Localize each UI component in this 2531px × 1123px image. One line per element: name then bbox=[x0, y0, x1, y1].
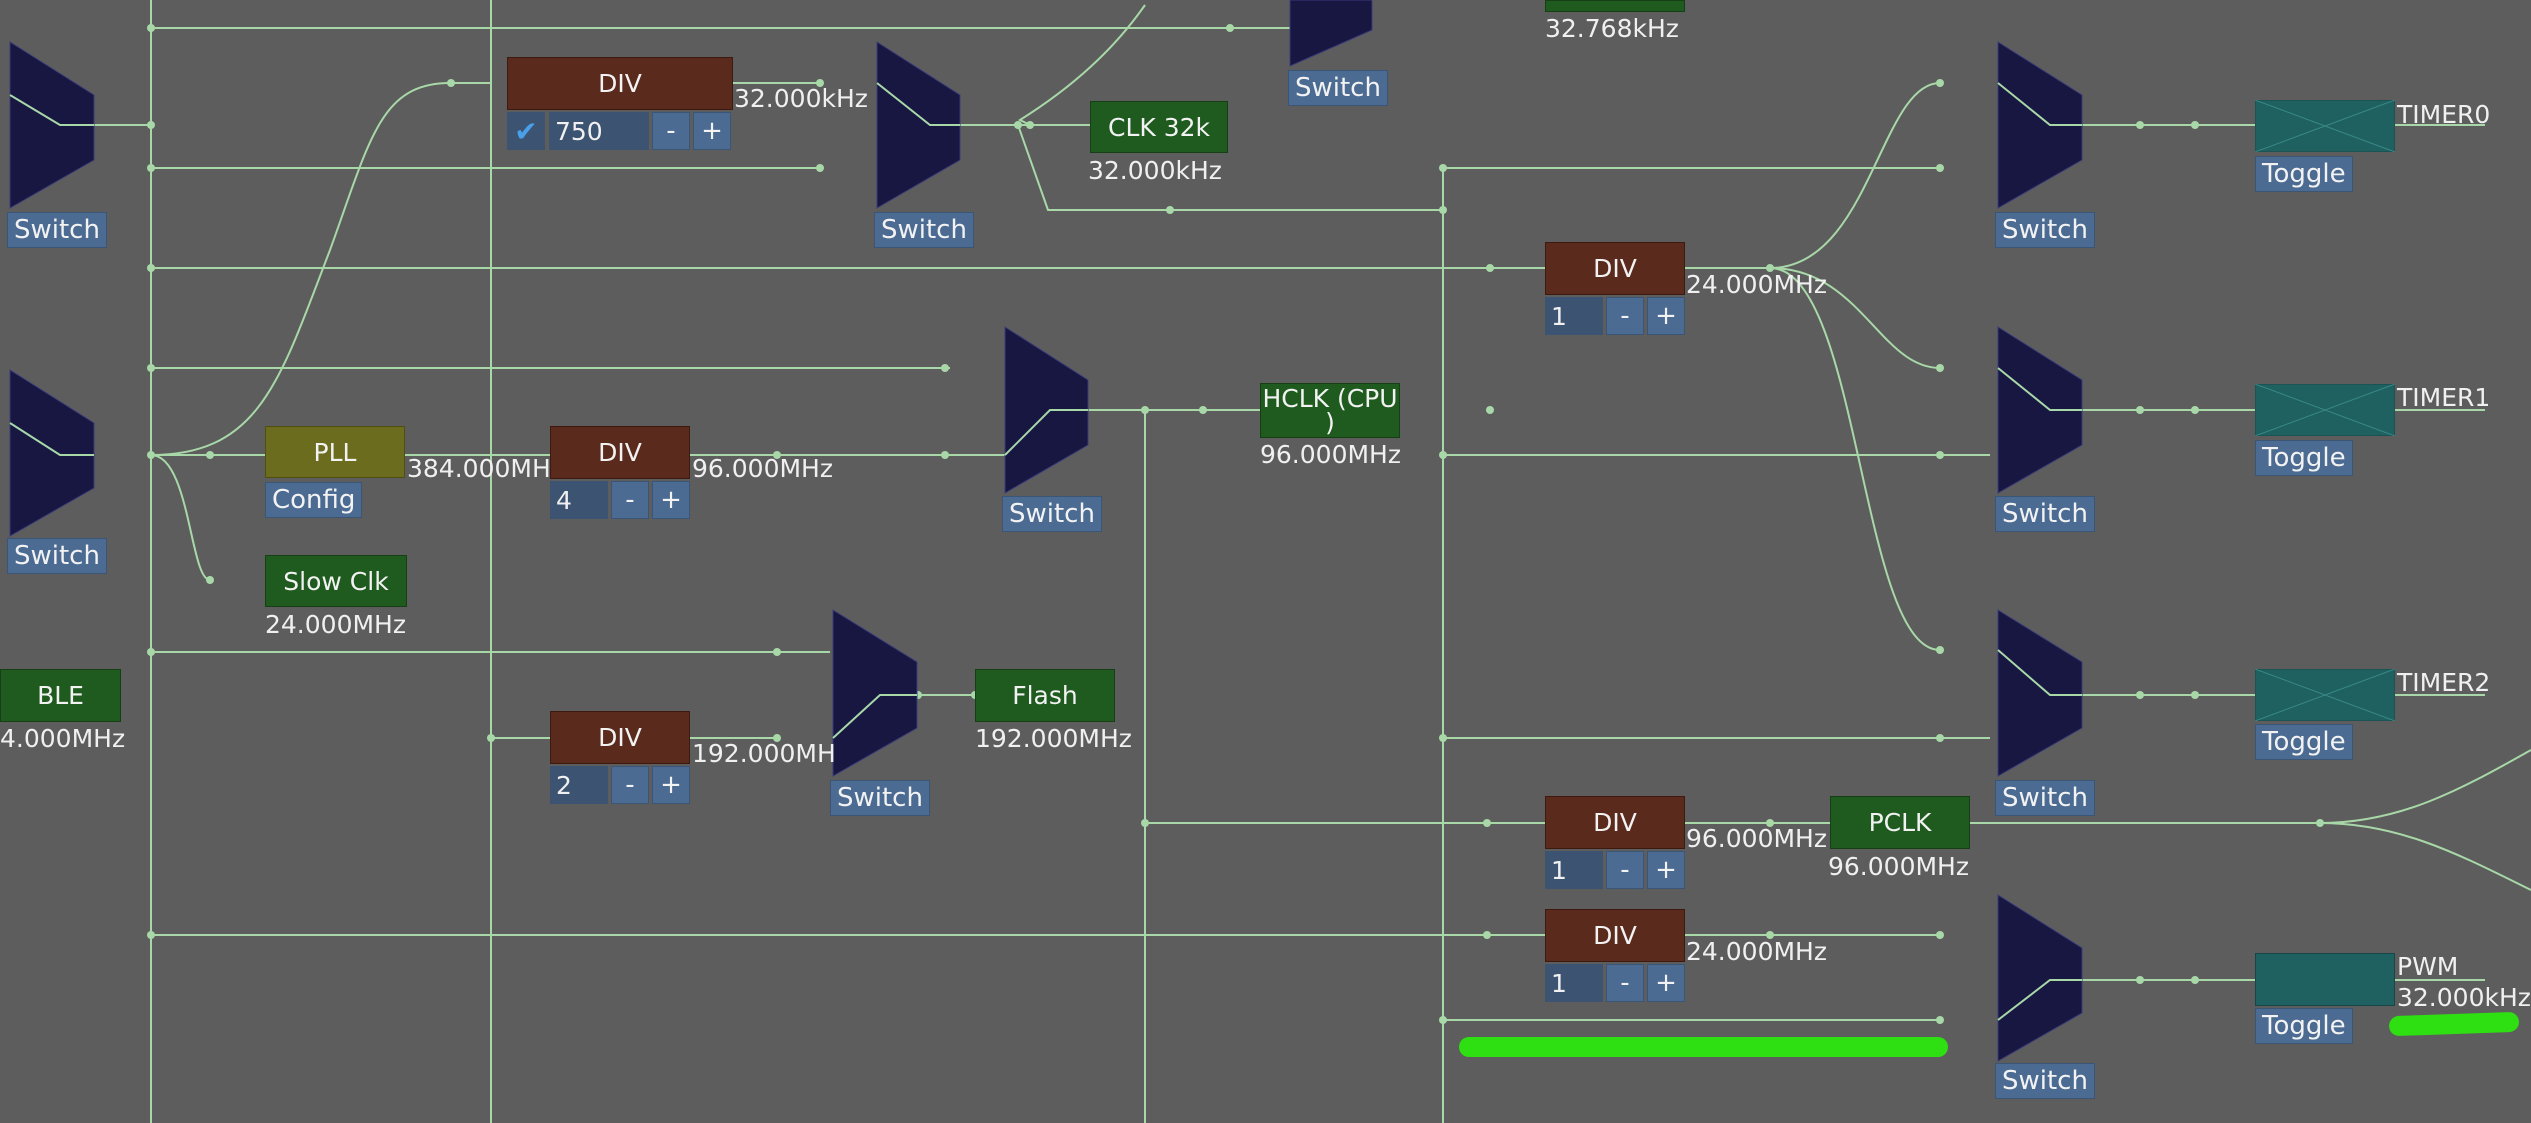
mux-switch-timer2[interactable] bbox=[1997, 609, 2083, 777]
div-pll-minus[interactable]: - bbox=[611, 481, 649, 519]
mux-switch-timer0[interactable] bbox=[1997, 41, 2083, 209]
timer0-block bbox=[2255, 100, 2395, 152]
div-pll-out: 96.000MHz bbox=[692, 454, 833, 483]
top-clock-freq: 32.768kHz bbox=[1545, 14, 1679, 43]
div-pclk-plus[interactable]: + bbox=[1647, 851, 1685, 889]
switch-button-top[interactable]: Switch bbox=[1288, 70, 1388, 106]
switch-button-timer0[interactable]: Switch bbox=[1995, 212, 2095, 248]
div-pwm-minus[interactable]: - bbox=[1606, 964, 1644, 1002]
div-timer-value[interactable]: 1 bbox=[1545, 297, 1603, 335]
div-flash-minus[interactable]: - bbox=[611, 766, 649, 804]
timer1-toggle-button[interactable]: Toggle bbox=[2255, 440, 2353, 476]
div-timer: DIV bbox=[1545, 242, 1685, 295]
hclk-block: HCLK (CPU ) bbox=[1260, 383, 1400, 438]
pwm-toggle-button[interactable]: Toggle bbox=[2255, 1008, 2353, 1044]
div-pll-plus[interactable]: + bbox=[652, 481, 690, 519]
slow-clk: Slow Clk bbox=[265, 555, 407, 607]
pclk-freq: 96.000MHz bbox=[1828, 852, 1969, 881]
div-32k-value[interactable]: 750 bbox=[549, 112, 649, 150]
pwm-block bbox=[2255, 953, 2395, 1006]
clk-32k: CLK 32k bbox=[1090, 101, 1228, 153]
timer2-label: TIMER2 bbox=[2397, 668, 2491, 697]
mux-switch-2[interactable] bbox=[876, 41, 961, 209]
div-flash-value[interactable]: 2 bbox=[550, 766, 608, 804]
div-32k-out: 32.000kHz bbox=[734, 84, 868, 113]
highlight-stroke bbox=[1459, 1037, 1948, 1057]
mux-switch-flash[interactable] bbox=[832, 609, 918, 777]
div-flash-plus[interactable]: + bbox=[652, 766, 690, 804]
div-32k-plus[interactable]: + bbox=[693, 112, 731, 150]
ble-block: BLE bbox=[0, 669, 121, 722]
ble-freq: 4.000MHz bbox=[0, 724, 126, 753]
pwm-label: PWM bbox=[2397, 952, 2459, 981]
div-timer-minus[interactable]: - bbox=[1606, 297, 1644, 335]
switch-button-3[interactable]: Switch bbox=[7, 538, 107, 574]
slow-clk-freq: 24.000MHz bbox=[265, 610, 406, 639]
div-flash: DIV bbox=[550, 711, 690, 764]
mux-switch-3[interactable] bbox=[9, 369, 95, 537]
mux-switch-top[interactable] bbox=[1289, 0, 1373, 67]
div-timer-out: 24.000MHz bbox=[1686, 270, 1827, 299]
div-32k-minus[interactable]: - bbox=[652, 112, 690, 150]
div-pll-value[interactable]: 4 bbox=[550, 481, 608, 519]
top-clock-block bbox=[1545, 0, 1685, 12]
mux-switch-pwm[interactable] bbox=[1997, 894, 2083, 1062]
mux-switch-timer1[interactable] bbox=[1997, 326, 2083, 494]
pll-out: 384.000MH bbox=[407, 454, 551, 483]
div-32k: DIV bbox=[507, 57, 733, 110]
pll-config-button[interactable]: Config bbox=[265, 482, 363, 518]
switch-button-flash[interactable]: Switch bbox=[830, 780, 930, 816]
mux-switch-1[interactable] bbox=[9, 41, 95, 209]
flash-block: Flash bbox=[975, 669, 1115, 722]
timer1-label: TIMER1 bbox=[2397, 383, 2491, 412]
div-pwm-value[interactable]: 1 bbox=[1545, 964, 1603, 1002]
clk-32k-freq: 32.000kHz bbox=[1088, 156, 1222, 185]
switch-button-2[interactable]: Switch bbox=[874, 212, 974, 248]
div-pll: DIV bbox=[550, 426, 690, 479]
div-pwm-plus[interactable]: + bbox=[1647, 964, 1685, 1002]
hclk-freq: 96.000MHz bbox=[1260, 440, 1401, 469]
div-pclk-value[interactable]: 1 bbox=[1545, 851, 1603, 889]
div-pclk-out: 96.000MHz bbox=[1686, 824, 1827, 853]
switch-button-hclk[interactable]: Switch bbox=[1002, 496, 1102, 532]
switch-button-1[interactable]: Switch bbox=[7, 212, 107, 248]
switch-button-pwm[interactable]: Switch bbox=[1995, 1063, 2095, 1099]
pll-block: PLL bbox=[265, 426, 405, 478]
div-flash-out: 192.000MH bbox=[692, 739, 836, 768]
flash-freq: 192.000MHz bbox=[975, 724, 1132, 753]
div-pwm: DIV bbox=[1545, 909, 1685, 962]
checkmark-icon[interactable]: ✔ bbox=[507, 112, 545, 150]
pwm-freq: 32.000kHz bbox=[2397, 983, 2531, 1012]
timer2-block bbox=[2255, 669, 2395, 721]
pclk-block: PCLK bbox=[1830, 796, 1970, 849]
switch-button-timer2[interactable]: Switch bbox=[1995, 780, 2095, 816]
timer1-block bbox=[2255, 384, 2395, 436]
div-timer-plus[interactable]: + bbox=[1647, 297, 1685, 335]
mux-switch-hclk[interactable] bbox=[1004, 326, 1089, 494]
timer0-toggle-button[interactable]: Toggle bbox=[2255, 156, 2353, 192]
timer2-toggle-button[interactable]: Toggle bbox=[2255, 724, 2353, 760]
timer0-label: TIMER0 bbox=[2397, 100, 2491, 129]
switch-button-timer1[interactable]: Switch bbox=[1995, 496, 2095, 532]
div-pwm-out: 24.000MHz bbox=[1686, 937, 1827, 966]
div-pclk-minus[interactable]: - bbox=[1606, 851, 1644, 889]
div-pclk: DIV bbox=[1545, 796, 1685, 849]
